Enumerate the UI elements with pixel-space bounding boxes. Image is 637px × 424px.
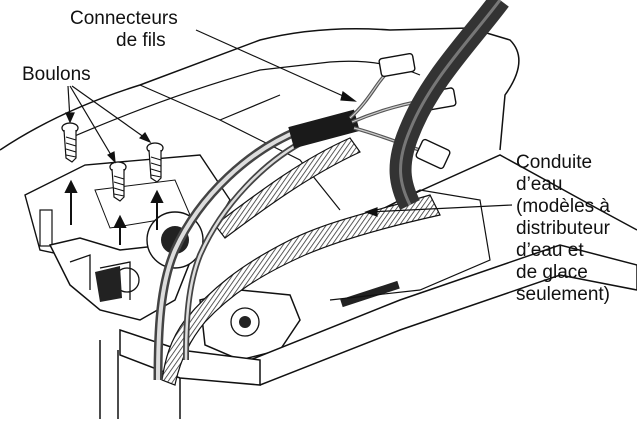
bolts-label: Boulons xyxy=(22,64,91,85)
label-line: Connecteurs xyxy=(70,8,178,29)
leader-lines xyxy=(65,29,513,217)
label-line: Conduite xyxy=(516,152,593,173)
label-line: seulement) xyxy=(516,284,610,305)
wire-bundle-highlight xyxy=(156,128,301,381)
hinge-pin-right-core xyxy=(239,316,251,328)
label-line: de glace xyxy=(516,262,588,283)
wire-connector xyxy=(378,52,416,78)
bolt-arrows xyxy=(64,179,164,245)
bolt xyxy=(109,161,127,202)
water-tube xyxy=(161,194,441,386)
cabinet-right-face xyxy=(249,244,637,386)
label-line: d’eau xyxy=(516,174,563,195)
left-tab xyxy=(39,209,53,247)
label-line: de fils xyxy=(116,30,166,51)
label-line: d’eau et xyxy=(516,240,584,261)
water-line-label: Conduite d’eau (modèles à distributeur d… xyxy=(516,152,610,306)
bolt xyxy=(61,122,79,163)
water-tube-upper xyxy=(214,137,361,239)
wire-connector xyxy=(415,138,451,170)
wire-sheath xyxy=(288,109,360,149)
wire-bundle-2-highlight xyxy=(184,136,311,361)
label-line: (modèles à xyxy=(516,196,610,217)
cover-panel xyxy=(139,84,341,211)
wire-connectors-label: Connecteurs de fils xyxy=(70,8,178,52)
door-slot xyxy=(340,280,400,308)
top-cover-outline xyxy=(0,27,520,151)
bolt xyxy=(146,142,164,183)
water-line-dark-hl xyxy=(399,0,502,206)
door-front xyxy=(99,340,181,419)
hinge-dark-left xyxy=(95,266,122,302)
label-line: distributeur xyxy=(516,218,610,239)
